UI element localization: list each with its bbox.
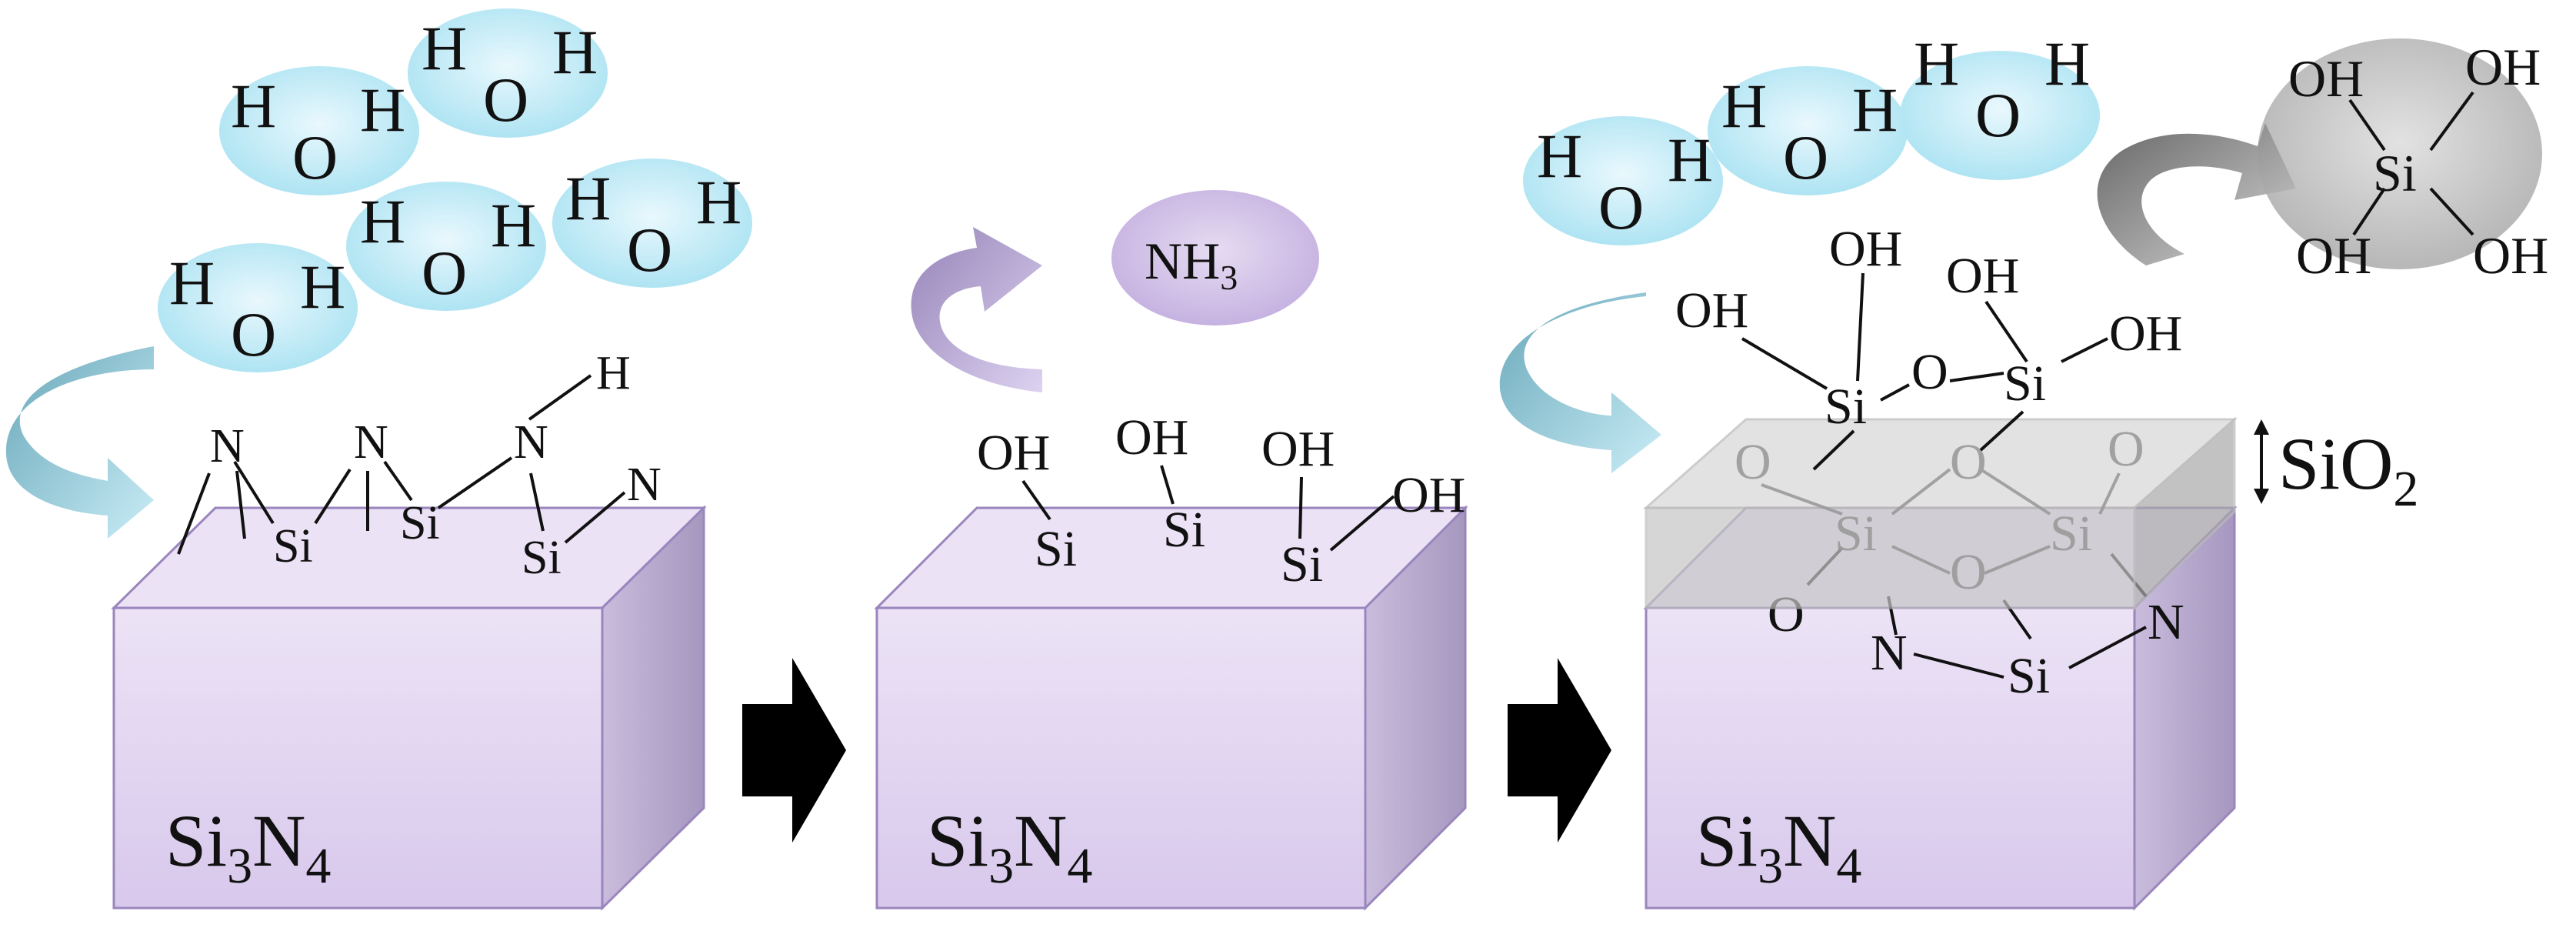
svg-text:O: O	[1975, 80, 2021, 150]
svg-text:H: H	[696, 167, 741, 237]
svg-text:O: O	[483, 65, 528, 135]
curved-arrow-blue-1-icon	[5, 346, 154, 539]
step-arrow-1-icon	[742, 658, 846, 843]
svg-text:O: O	[231, 299, 276, 369]
svg-text:NH3: NH3	[1145, 232, 1238, 297]
svg-text:OH: OH	[2465, 38, 2541, 96]
svg-text:Si: Si	[2050, 506, 2092, 562]
svg-text:Si: Si	[1281, 536, 1323, 593]
svg-text:Si: Si	[400, 497, 440, 549]
svg-text:H: H	[169, 248, 215, 318]
svg-text:Si3N4: Si3N4	[1696, 799, 1861, 894]
water-molecule: HOH	[1708, 66, 1908, 195]
oxide-thickness-marker: SiO2	[2254, 419, 2418, 517]
water-molecule: HOH	[219, 66, 419, 195]
svg-text:O: O	[1783, 122, 1828, 192]
svg-text:H: H	[360, 75, 405, 145]
svg-text:Si: Si	[1035, 521, 1077, 577]
curved-arrow-gray-icon	[2097, 123, 2296, 265]
svg-text:OH: OH	[2296, 226, 2371, 285]
svg-text:H: H	[1721, 71, 1767, 141]
svg-text:N: N	[1871, 625, 1908, 681]
substrate-label-3: Si3N4	[1696, 799, 1861, 894]
svg-text:O: O	[292, 122, 338, 192]
svg-text:H: H	[2044, 28, 2090, 98]
svg-text:Si: Si	[1163, 502, 1205, 558]
svg-text:O: O	[2108, 421, 2144, 477]
svg-text:OH: OH	[1675, 282, 1748, 339]
surface-silanol-network: OH OH OH OH Si O Si	[1675, 221, 2182, 471]
svg-text:Si: Si	[2373, 144, 2417, 202]
silicic-acid-molecule: OH OH Si OH OH	[2258, 38, 2548, 285]
svg-text:H: H	[360, 186, 405, 256]
svg-text:OH: OH	[1115, 409, 1188, 466]
oxide-network: O O O Si Si O	[1735, 421, 2144, 600]
svg-text:Si3N4: Si3N4	[165, 799, 331, 894]
water-molecules-panel-1: HOH HOH HOH HOH HOH	[158, 8, 752, 372]
svg-text:N: N	[627, 459, 661, 511]
si-n-surface: N Si N Si N H N Si	[177, 347, 661, 584]
water-molecules-panel-3: HOH HOH HOH	[1523, 28, 2100, 245]
svg-text:H: H	[300, 252, 345, 322]
svg-text:O: O	[1598, 172, 1644, 242]
ammonia-molecule: NH3	[1111, 190, 1319, 325]
step-arrow-2-icon	[1508, 658, 1611, 843]
svg-text:Si3N4: Si3N4	[927, 799, 1092, 894]
svg-text:OH: OH	[1829, 221, 1902, 277]
water-molecule: HOH	[1523, 116, 1723, 245]
water-molecule: HOH	[408, 8, 608, 138]
si-oh-surface: OH Si OH Si OH Si OH	[977, 409, 1465, 593]
svg-text:N: N	[514, 416, 548, 469]
svg-text:H: H	[231, 71, 276, 141]
svg-text:Si: Si	[522, 532, 562, 584]
svg-text:N: N	[2148, 594, 2184, 650]
svg-text:H: H	[552, 17, 598, 87]
svg-text:H: H	[1852, 75, 1898, 145]
substrate-block-2	[874, 505, 1468, 911]
substrate-block-1	[111, 505, 707, 911]
svg-text:O: O	[627, 215, 672, 285]
curved-arrow-purple-icon	[911, 227, 1042, 392]
svg-text:OH: OH	[2109, 305, 2182, 362]
svg-text:OH: OH	[2288, 49, 2364, 108]
water-molecule: HOH	[1900, 28, 2100, 180]
svg-text:O: O	[1735, 434, 1771, 490]
svg-text:OH: OH	[2473, 226, 2548, 285]
svg-text:Si: Si	[2008, 648, 2050, 704]
svg-text:Si: Si	[273, 520, 313, 572]
svg-text:H: H	[1668, 125, 1713, 195]
water-molecule: HOH	[552, 159, 752, 288]
oxide-layer	[1643, 416, 2238, 611]
svg-text:OH: OH	[977, 425, 1050, 481]
svg-text:O: O	[1911, 344, 1948, 400]
svg-text:OH: OH	[1392, 467, 1465, 523]
svg-text:N: N	[354, 416, 388, 469]
svg-text:H: H	[565, 163, 611, 233]
svg-text:OH: OH	[1261, 421, 1335, 477]
curved-arrow-blue-2-icon	[1499, 292, 1661, 473]
svg-text:Si: Si	[2004, 356, 2046, 412]
substrate-label-2: Si3N4	[927, 799, 1092, 894]
svg-text:SiO2: SiO2	[2278, 422, 2418, 517]
svg-text:Si: Si	[1825, 379, 1867, 435]
svg-text:OH: OH	[1946, 248, 2019, 304]
svg-text:H: H	[1537, 121, 1582, 191]
water-molecule: HOH	[346, 182, 546, 311]
svg-text:H: H	[1914, 28, 1959, 98]
svg-text:H: H	[422, 13, 467, 83]
water-molecule: HOH	[158, 243, 358, 372]
svg-text:O: O	[1950, 434, 1987, 490]
svg-text:H: H	[491, 190, 536, 260]
svg-text:H: H	[596, 347, 631, 399]
svg-text:O: O	[422, 238, 467, 308]
svg-text:O: O	[1950, 544, 1987, 600]
substrate-label-1: Si3N4	[165, 799, 331, 894]
svg-text:N: N	[210, 420, 245, 472]
